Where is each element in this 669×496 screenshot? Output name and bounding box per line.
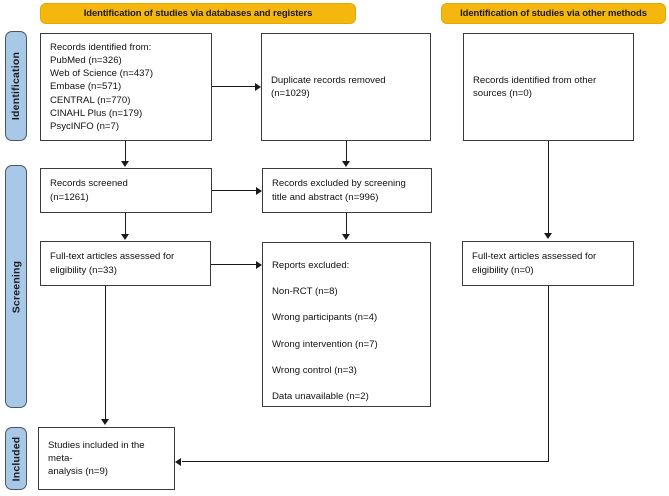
arrowhead-reports-excluded — [342, 234, 350, 240]
box-line: Duplicate records removed — [271, 74, 386, 86]
box-line: Full-text articles assessed for — [472, 251, 597, 263]
connector-identified-to-screened — [125, 141, 127, 162]
arrowhead-studies-included — [101, 419, 109, 425]
box-fulltext-assessed: Full-text articles assessed for eligibil… — [40, 241, 211, 286]
box-line: eligibility (n=33) — [50, 264, 117, 276]
box-other-sources: Records identified from other sources (n… — [463, 33, 634, 141]
banner-other-methods-label: Identification of studies via other meth… — [460, 8, 647, 19]
box-line: sources (n=0) — [473, 88, 532, 99]
reports-excluded-item: Data unavailable (n=2) — [272, 391, 369, 403]
box-reports-excluded: Reports excluded: Non-RCT (n=8) Wrong pa… — [262, 242, 431, 407]
stage-bar-identification: Identification — [5, 31, 27, 141]
box-studies-included: Studies included in the meta- analysis (… — [38, 427, 175, 490]
box-line: (n=1029) — [271, 88, 310, 99]
box-line: CENTRAL (n=770) — [50, 94, 131, 106]
banner-databases-registers-label: Identification of studies via databases … — [83, 8, 313, 19]
box-line: Records identified from other — [473, 74, 597, 86]
banner-other-methods: Identification of studies via other meth… — [441, 3, 666, 24]
box-line: Studies included in the meta- — [48, 439, 148, 464]
box-line: Full-text articles assessed for — [50, 251, 175, 263]
stage-label-included: Included — [10, 436, 22, 481]
box-records-identified: Records identified from: PubMed (n=326) … — [40, 33, 212, 141]
box-line: analysis (n=9) — [48, 466, 108, 478]
box-line: eligibility (n=0) — [472, 264, 534, 276]
stage-bar-included: Included — [5, 427, 27, 490]
connector-other-sources-to-fulltext — [548, 141, 550, 234]
box-line: Records screened — [50, 178, 128, 190]
reports-excluded-item: Wrong control (n=3) — [272, 364, 357, 376]
banner-databases-registers: Identification of studies via databases … — [40, 3, 356, 24]
reports-excluded-item: Non-RCT (n=8) — [272, 286, 338, 298]
box-line: Records excluded by screening — [272, 178, 406, 190]
connector-fulltext-other-down — [548, 286, 550, 462]
reports-excluded-item: Reports excluded: — [272, 260, 350, 271]
connector-excluded-to-reports — [346, 213, 348, 235]
reports-excluded-item: Wrong intervention (n=7) — [272, 338, 378, 350]
connector-duplicates-to-excluded — [346, 141, 348, 162]
arrowhead-fulltext-other — [544, 233, 552, 239]
box-fulltext-assessed-other: Full-text articles assessed for eligibil… — [462, 241, 634, 286]
reports-excluded-item: Wrong participants (n=4) — [272, 312, 378, 324]
stage-label-screening: Screening — [10, 260, 23, 313]
arrowhead-records-excluded — [342, 161, 350, 167]
stage-bar-screening: Screening — [5, 165, 27, 408]
connector-screened-to-excluded — [212, 190, 256, 192]
box-records-excluded: Records excluded by screening title and … — [262, 168, 432, 213]
box-records-screened: Records screened (n=1261) — [40, 168, 212, 213]
arrowhead-records-screened — [121, 161, 129, 167]
arrowhead-duplicates — [255, 82, 261, 91]
connector-fulltext-to-included — [105, 286, 107, 420]
arrowhead-included-left — [175, 457, 181, 466]
box-line: (n=1261) — [50, 191, 89, 203]
arrowhead-reports-right — [256, 260, 262, 269]
box-line: PubMed (n=326) — [50, 54, 122, 66]
connector-screened-to-fulltext — [125, 213, 127, 235]
stage-label-identification: Identification — [10, 51, 23, 121]
arrowhead-excluded-right — [256, 186, 262, 195]
arrowhead-fulltext — [121, 234, 129, 240]
box-duplicates-removed: Duplicate records removed (n=1029) — [261, 33, 431, 141]
connector-fulltext-other-left — [182, 461, 549, 463]
box-line: title and abstract (n=996) — [272, 191, 379, 203]
box-line: Records identified from: — [50, 41, 152, 53]
connector-fulltext-to-reports — [211, 264, 256, 266]
connector-identified-to-duplicates — [212, 86, 255, 88]
box-line: CINAHL Plus (n=179) — [50, 107, 143, 119]
box-line: PsycINFO (n=7) — [50, 121, 120, 132]
box-line: Embase (n=571) — [50, 81, 122, 93]
box-line: Web of Science (n=437) — [50, 68, 154, 80]
